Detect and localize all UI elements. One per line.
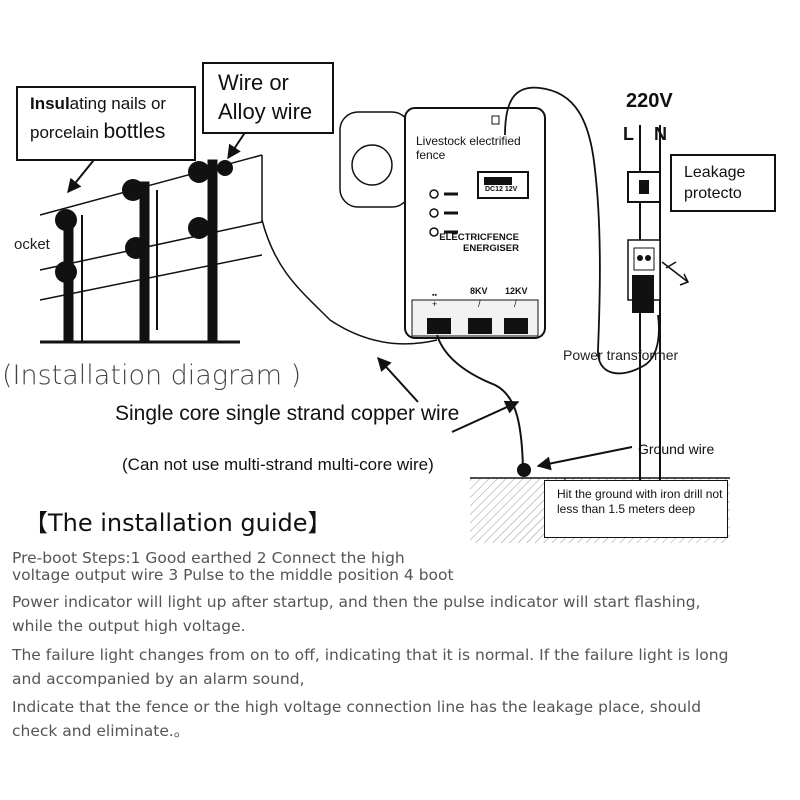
terminal-12kv	[504, 318, 528, 334]
terminal-8kv-label: 8KV	[470, 286, 488, 296]
svg-text:/: /	[478, 299, 481, 309]
guide-line: while the output high voltage.	[12, 617, 246, 635]
energiser-title-line2: fence	[416, 148, 446, 162]
guide-line: check and eliminate.。	[12, 722, 190, 740]
guide-line: Power indicator will light up after star…	[12, 593, 701, 611]
fence-post-2	[139, 181, 150, 343]
insulator	[217, 160, 233, 176]
ground-rod	[517, 463, 531, 477]
guide-line: The failure light changes from on to off…	[12, 646, 729, 664]
insulator	[55, 209, 77, 231]
leakage-protector-label: Leakage protecto	[670, 154, 776, 212]
terminal-12kv-label: 12KV	[505, 286, 528, 296]
energiser-brand: ELECTRICFENCE ENERGISER	[437, 232, 519, 254]
installation-diagram-caption: (Installation diagram )	[2, 360, 302, 391]
terminal-8kv	[468, 318, 492, 334]
copper-wire-arrow	[377, 356, 419, 403]
insulating-text-bold: Insul	[30, 94, 70, 113]
insulator	[55, 261, 77, 283]
copper-wire-label: Single core single strand copper wire	[115, 402, 460, 425]
line-label: L	[623, 124, 634, 144]
power-transformer-label: Power transformer	[563, 347, 679, 363]
guide-line: voltage output wire 3 Pulse to the middl…	[12, 566, 454, 584]
insulators	[55, 160, 233, 283]
neutral-label: N	[654, 124, 667, 144]
energiser-title-line1: Livestock electrified	[416, 134, 521, 148]
insulating-nails-label: Insulating nails or porcelain bottles	[16, 86, 196, 161]
failure-indicator	[429, 227, 439, 237]
svg-text:/: /	[514, 299, 517, 309]
wire-label: Wire or Alloy wire	[202, 62, 334, 134]
ground-wire-line	[436, 334, 524, 471]
svg-text:+: +	[432, 299, 437, 309]
brand-line1: ELECTRICFENCE	[439, 232, 519, 243]
ground-wire-arrow	[536, 446, 633, 471]
energiser-unit: ▪▪ + / /	[339, 107, 546, 339]
pulse-indicator	[429, 208, 439, 218]
socket-label: ocket	[14, 236, 50, 253]
display-text: DC12 12V	[485, 186, 518, 193]
terminal-ground	[427, 318, 451, 334]
fence-wires	[39, 154, 438, 345]
insulator	[125, 237, 147, 259]
outlet	[627, 239, 690, 313]
leakage-line1: Leakage	[684, 164, 746, 181]
ground-note-text: Hit the ground with iron drill not less …	[557, 487, 723, 516]
bottles-text: bottles	[103, 120, 166, 143]
guide-line: Pre-boot Steps:1 Good earthed 2 Connect …	[12, 549, 405, 567]
brand-line2: ENERGISER	[463, 243, 519, 254]
power-indicator	[429, 189, 439, 199]
alloy-wire-text: Alloy wire	[218, 99, 313, 124]
installation-diagram: ▪▪ + / /	[39, 86, 730, 543]
ground-note-box: Hit the ground with iron drill not less …	[544, 480, 728, 538]
insulator	[188, 217, 210, 239]
no-multi-strand-label: (Can not use multi-strand multi-core wir…	[122, 455, 434, 474]
ground-wire-label: Ground wire	[638, 441, 715, 457]
insulating-text: ating nails or	[69, 94, 167, 113]
leakage-line2: protecto	[684, 185, 742, 202]
guide-line: and accompanied by an alarm sound,	[12, 670, 305, 688]
guide-line: Indicate that the fence or the high volt…	[12, 698, 702, 716]
guide-title: 【The installation guide】	[24, 509, 332, 537]
porcelain-text: porcelain	[30, 123, 99, 142]
power-cable	[504, 86, 660, 375]
voltage-label: 220V	[626, 90, 673, 112]
fence-post-3	[207, 159, 218, 343]
svg-text:▪▪: ▪▪	[432, 292, 437, 299]
energiser-title: Livestock electrified fence	[416, 134, 521, 162]
wire-or-text: Wire or	[218, 70, 289, 95]
copper-wire-arrow	[451, 400, 520, 433]
